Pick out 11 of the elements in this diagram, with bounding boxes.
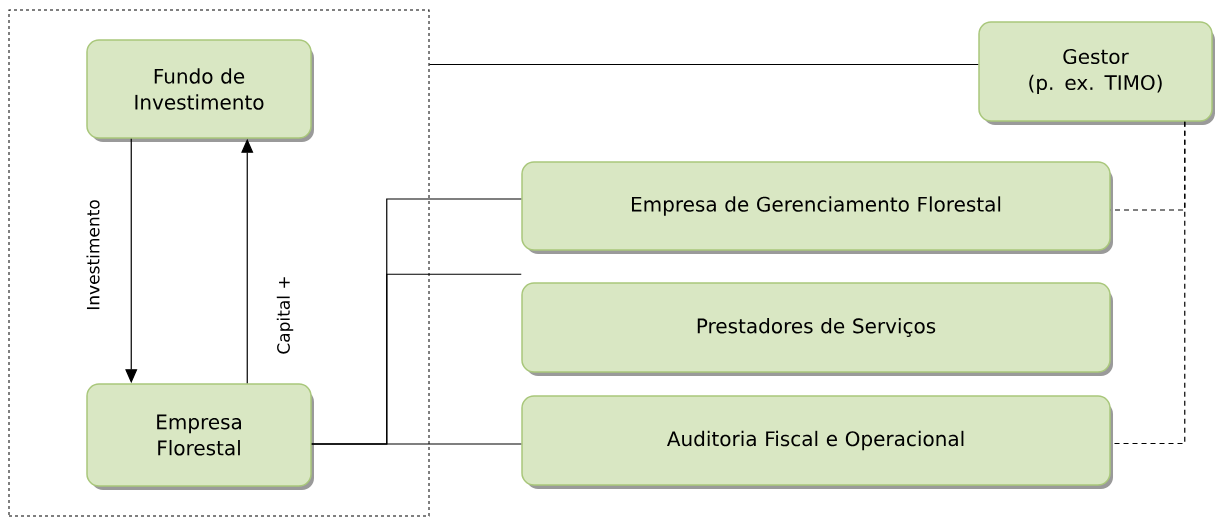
dashed-frame <box>8 9 430 517</box>
connector-line <box>311 273 522 445</box>
edge-label: Capital + <box>275 274 295 356</box>
process-box: Gestor (p. ex. TIMO) <box>978 21 1215 125</box>
process-box: Empresa de Gerenciamento Florestal <box>521 161 1113 254</box>
process-box: Prestadores de Serviços <box>521 282 1113 376</box>
process-box: Fundo de Investimento <box>86 39 314 142</box>
edge-label: Investimento <box>85 198 101 312</box>
connector-line <box>428 63 979 66</box>
process-box: Empresa Florestal <box>86 383 314 490</box>
process-box: Auditoria Fiscal e Operacional <box>521 395 1113 489</box>
